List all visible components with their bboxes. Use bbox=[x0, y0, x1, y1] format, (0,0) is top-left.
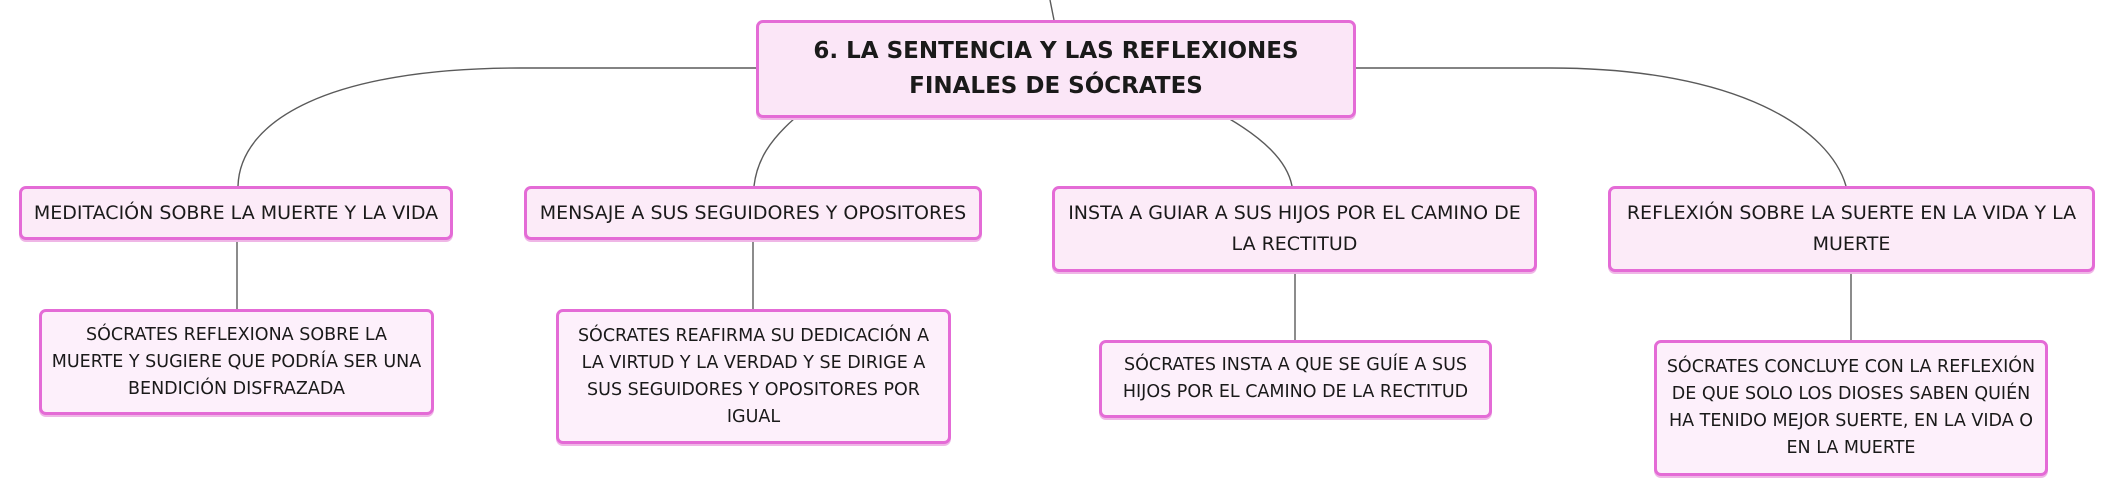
topic-node-guide-children[interactable]: INSTA A GUIAR A SUS HIJOS POR EL CAMINO … bbox=[1052, 186, 1537, 272]
detail-text: SÓCRATES CONCLUYE CON LA REFLEXIÓN DE QU… bbox=[1666, 357, 2036, 458]
topic-label: INSTA A GUIAR A SUS HIJOS POR EL CAMINO … bbox=[1068, 202, 1521, 255]
detail-text: SÓCRATES INSTA A QUE SE GUÍE A SUS HIJOS… bbox=[1122, 355, 1469, 402]
detail-node-death-and-life[interactable]: SÓCRATES REFLEXIONA SOBRE LA MUERTE Y SU… bbox=[39, 309, 434, 415]
detail-node-guide-children[interactable]: SÓCRATES INSTA A QUE SE GUÍE A SUS HIJOS… bbox=[1099, 340, 1492, 418]
connector-root-topic-2 bbox=[753, 117, 796, 187]
topic-node-message-to-followers[interactable]: MENSAJE A SUS SEGUIDORES Y OPOSITORES bbox=[524, 186, 982, 240]
connector-root-topic-3 bbox=[1227, 117, 1293, 187]
detail-node-message-to-followers[interactable]: SÓCRATES REAFIRMA SU DEDICACIÓN A LA VIR… bbox=[556, 309, 951, 444]
detail-text: SÓCRATES REFLEXIONA SOBRE LA MUERTE Y SU… bbox=[51, 324, 422, 399]
root-node[interactable]: 6. LA SENTENCIA Y LAS REFLEXIONES FINALE… bbox=[756, 20, 1356, 118]
topic-label: REFLEXIÓN SOBRE LA SUERTE EN LA VIDA Y L… bbox=[1626, 202, 2077, 255]
detail-text: SÓCRATES REAFIRMA SU DEDICACIÓN A LA VIR… bbox=[577, 325, 930, 427]
connector-parent bbox=[1049, 0, 1055, 21]
topic-node-luck-in-life-and-death[interactable]: REFLEXIÓN SOBRE LA SUERTE EN LA VIDA Y L… bbox=[1608, 186, 2095, 272]
connector-root-topic-4 bbox=[1356, 67, 1847, 187]
connector-root-topic-1 bbox=[237, 67, 756, 187]
topic-label: MEDITACIÓN SOBRE LA MUERTE Y LA VIDA bbox=[33, 201, 439, 224]
root-title: 6. LA SENTENCIA Y LAS REFLEXIONES FINALE… bbox=[813, 38, 1299, 99]
topic-node-death-and-life[interactable]: MEDITACIÓN SOBRE LA MUERTE Y LA VIDA bbox=[19, 186, 453, 240]
detail-node-luck-in-life-and-death[interactable]: SÓCRATES CONCLUYE CON LA REFLEXIÓN DE QU… bbox=[1654, 340, 2048, 476]
topic-label: MENSAJE A SUS SEGUIDORES Y OPOSITORES bbox=[539, 201, 967, 224]
